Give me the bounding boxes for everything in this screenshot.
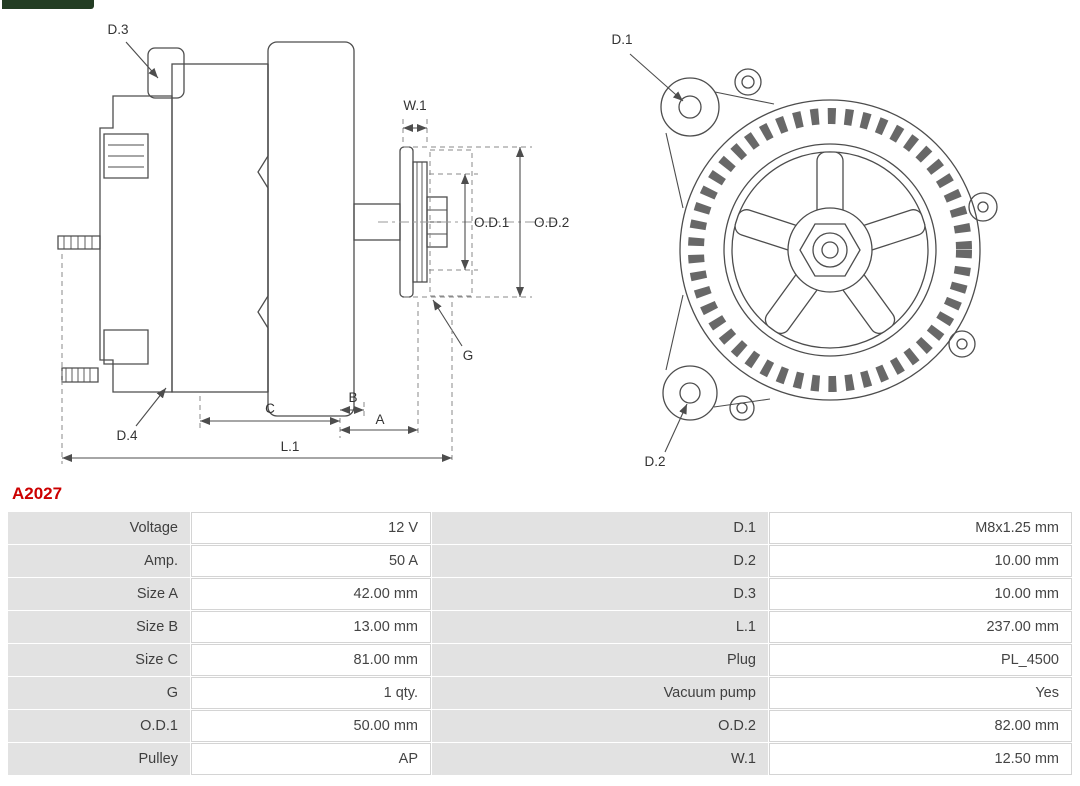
spec-label: L.1 (432, 611, 768, 643)
spec-value: 10.00 mm (769, 545, 1072, 577)
technical-drawing-area: D.3 D.4 W.1 O.D.1 O.D.2 G C B A L.1 (57, 22, 998, 469)
spec-label: Size C (8, 644, 190, 676)
spec-label: Size A (8, 578, 190, 610)
spec-value: 237.00 mm (769, 611, 1072, 643)
spec-value: 12.50 mm (769, 743, 1072, 775)
spec-label: D.2 (432, 545, 768, 577)
spec-label: D.1 (432, 512, 768, 544)
front-view-dimensions: D.1 D.2 (611, 32, 688, 469)
spec-value: 10.00 mm (769, 578, 1072, 610)
spec-value: AP (191, 743, 431, 775)
dim-label-od1: O.D.1 (474, 215, 509, 230)
dim-label-d2: D.2 (644, 454, 665, 469)
spec-label: Vacuum pump (432, 677, 768, 709)
spec-label: G (8, 677, 190, 709)
dim-label-a: A (375, 412, 384, 427)
spec-table: Voltage 12 V D.1 M8x1.25 mm Amp. 50 A D.… (8, 512, 1072, 775)
dim-label-d1: D.1 (611, 32, 632, 47)
spec-value: 50.00 mm (191, 710, 431, 742)
side-view-drawing (57, 41, 448, 417)
spec-value: PL_4500 (769, 644, 1072, 676)
dim-label-c: C (265, 401, 275, 416)
spec-label: D.3 (432, 578, 768, 610)
spec-label: Voltage (8, 512, 190, 544)
spec-label: Plug (432, 644, 768, 676)
dim-label-l1: L.1 (281, 439, 300, 454)
spec-value: 13.00 mm (191, 611, 431, 643)
front-view-drawing (660, 68, 998, 421)
spec-value: Yes (769, 677, 1072, 709)
spec-value: 82.00 mm (769, 710, 1072, 742)
spec-label: O.D.1 (8, 710, 190, 742)
dim-label-d3: D.3 (107, 22, 128, 37)
spec-label: Amp. (8, 545, 190, 577)
dim-label-d4: D.4 (116, 428, 138, 443)
spec-value: 50 A (191, 545, 431, 577)
part-number: A2027 (12, 484, 63, 503)
spec-value: 1 qty. (191, 677, 431, 709)
dim-label-w1: W.1 (403, 98, 426, 113)
spec-value: M8x1.25 mm (769, 512, 1072, 544)
alternator-drawing: D.3 D.4 W.1 O.D.1 O.D.2 G C B A L.1 (57, 22, 998, 469)
dim-label-b: B (348, 390, 357, 405)
side-view-dimensions: D.3 D.4 W.1 O.D.1 O.D.2 G C B A L.1 (61, 22, 569, 464)
dim-label-g: G (463, 348, 474, 363)
brand-logo (2, 0, 94, 9)
spec-label: Pulley (8, 743, 190, 775)
spec-label: W.1 (432, 743, 768, 775)
spec-value: 12 V (191, 512, 431, 544)
spec-label: O.D.2 (432, 710, 768, 742)
dim-label-od2: O.D.2 (534, 215, 569, 230)
spec-value: 81.00 mm (191, 644, 431, 676)
spec-label: Size B (8, 611, 190, 643)
spec-value: 42.00 mm (191, 578, 431, 610)
